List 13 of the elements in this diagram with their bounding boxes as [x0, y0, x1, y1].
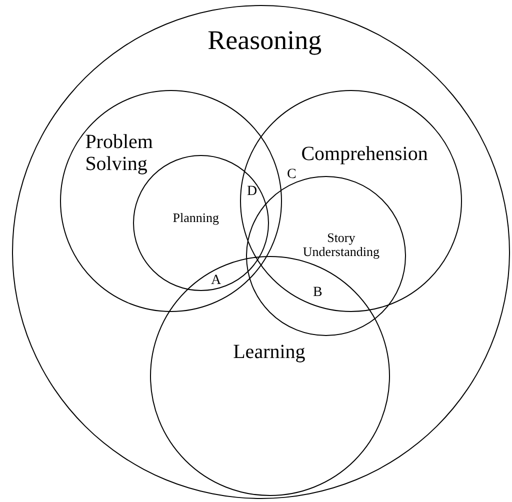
- circle: [12, 5, 510, 499]
- circle: [60, 90, 282, 312]
- region-letter: C: [287, 168, 296, 182]
- circle-label: Story Understanding: [302, 231, 380, 260]
- circle-label: Planning: [172, 210, 220, 226]
- circle-label: Comprehension: [301, 143, 429, 166]
- circle-label: Learning: [232, 341, 306, 364]
- region-letter: D: [247, 185, 258, 199]
- circle: [240, 90, 462, 312]
- circle-label: Reasoning: [206, 26, 323, 56]
- region-letter: B: [313, 286, 322, 300]
- region-letter: A: [211, 274, 222, 288]
- circle-label: Problem Solving: [85, 131, 154, 176]
